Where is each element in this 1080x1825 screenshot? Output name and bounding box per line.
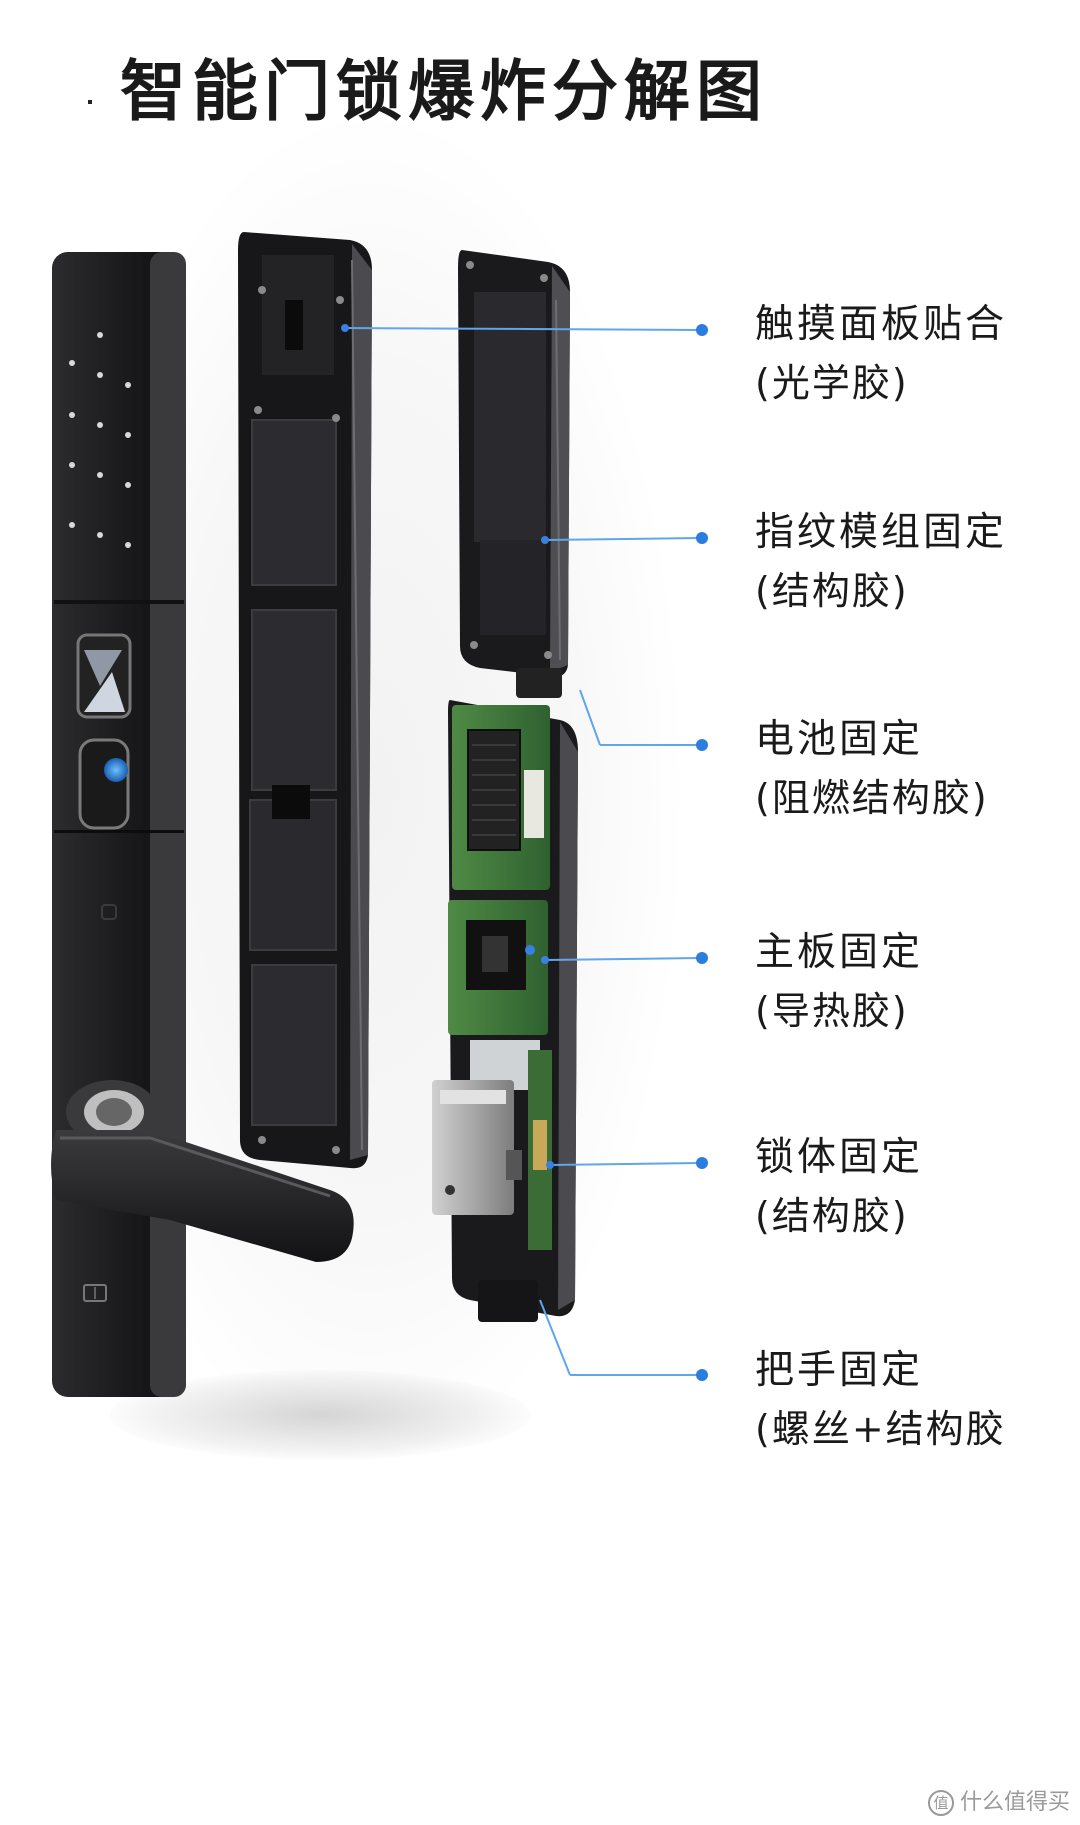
anchor-points [341,324,554,1169]
callout-note: (导热胶) [755,989,909,1033]
callout-fingerprint: 指纹模组固定 (结构胶) [755,510,1007,614]
keypad [69,332,131,548]
callout-label: 指纹模组固定 [755,510,1008,555]
callout-label: 电池固定 [755,717,924,762]
back-frame [238,232,372,1169]
callout-note: (结构胶) [755,569,909,613]
watermark-icon: 值 [927,1790,954,1816]
watermark: 值什么值得买 [927,1784,1070,1816]
lock-body [432,1080,522,1215]
callout-lock-body: 锁体固定 (结构胶) [755,1135,923,1239]
callout-touch-panel: 触摸面板贴合 (光学胶) [755,302,1007,406]
handle-knob [66,1080,158,1144]
pcb-assembly [432,700,578,1322]
leader-lines [344,327,701,1376]
leader-dots [696,324,708,1381]
callout-note: (螺丝+结构胶 [755,1407,1006,1451]
front-panel [51,252,354,1397]
camera-module [76,633,132,719]
callout-label: 触摸面板贴合 [755,302,1008,347]
callout-label: 锁体固定 [755,1135,924,1180]
key-cover [83,1284,107,1302]
title-dot [88,100,92,104]
callout-note: (结构胶) [755,1194,909,1238]
page-title: 智能门锁爆炸分解图 [120,53,768,130]
callout-battery: 电池固定 (阻燃结构胶) [755,717,989,821]
fingerprint-sensor [78,738,130,830]
callout-mainboard: 主板固定 (导热胶) [755,930,923,1034]
callout-label: 把手固定 [755,1348,924,1393]
callout-label: 主板固定 [755,930,924,975]
callout-note: (阻燃结构胶) [755,776,989,820]
door-handle [51,1130,354,1262]
watermark-text: 什么值得买 [959,1790,1070,1815]
touch-cover-module [458,250,570,698]
callout-handle: 把手固定 (螺丝+结构胶 [755,1348,1006,1452]
callout-note: (光学胶) [755,361,909,405]
